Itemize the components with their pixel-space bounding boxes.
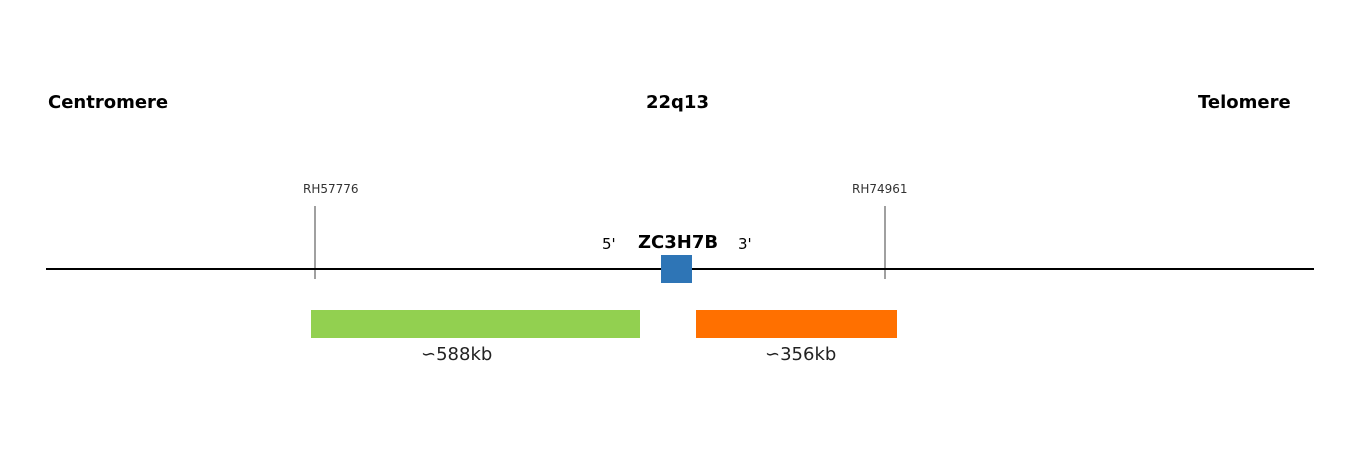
marker-label-right: RH74961 [852, 182, 908, 196]
gene-name-label: ZC3H7B [638, 232, 719, 253]
interval-size-left: ∽588kb [421, 344, 493, 365]
marker-tick-left [314, 206, 316, 279]
chromosome-band-label: 22q13 [646, 92, 709, 113]
telomere-label: Telomere [1198, 92, 1291, 113]
centromere-label: Centromere [48, 92, 169, 113]
interval-bar-right [696, 310, 897, 338]
marker-tick-right [884, 206, 886, 279]
interval-size-right: ∽356kb [765, 344, 837, 365]
marker-label-left: RH57776 [303, 182, 359, 196]
five-prime-label: 5' [602, 235, 616, 253]
interval-bar-left [311, 310, 640, 338]
gene-box [661, 255, 692, 283]
three-prime-label: 3' [738, 235, 752, 253]
